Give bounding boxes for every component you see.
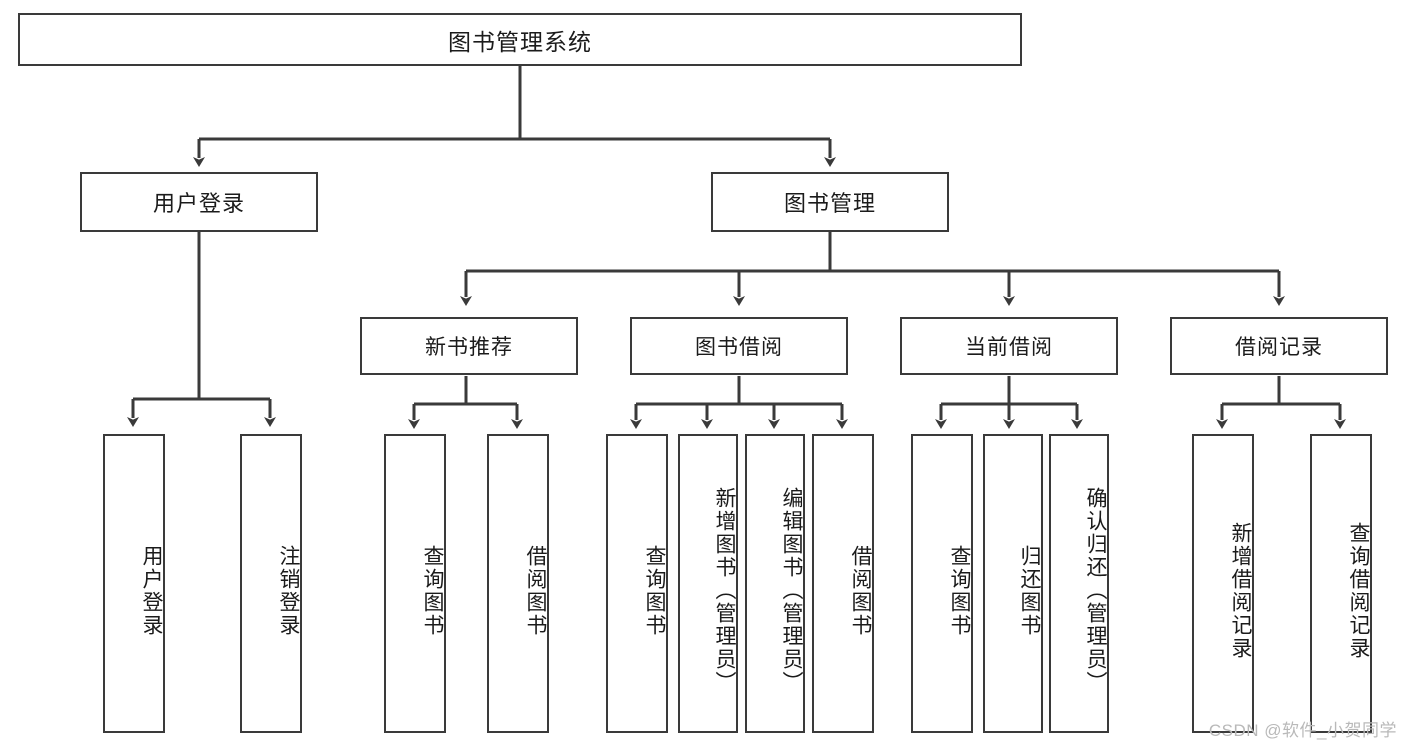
leaf-user-login-signin[interactable]: 用户登录 bbox=[103, 434, 165, 733]
leaf-user-login-signout[interactable]: 注销登录 bbox=[240, 434, 302, 733]
leaf-book-borrow-add[interactable]: 新增图书（管理员） bbox=[678, 434, 738, 733]
leaf-book-borrow-lend[interactable]: 借阅图书 bbox=[812, 434, 874, 733]
leaf-label: 借阅图书 bbox=[849, 544, 872, 637]
leaf-new-book-query[interactable]: 查询图书 bbox=[384, 434, 446, 733]
leaf-label: 新增借阅记录 bbox=[1229, 521, 1252, 660]
leaf-current-borrow-confirm[interactable]: 确认归还（管理员） bbox=[1049, 434, 1109, 733]
node-book-management-label: 图书管理 bbox=[783, 191, 876, 216]
node-root-label: 图书管理系统 bbox=[448, 28, 592, 55]
leaf-label: 借阅图书 bbox=[524, 544, 547, 637]
leaf-label: 查询图书 bbox=[421, 544, 444, 637]
leaf-new-book-borrow[interactable]: 借阅图书 bbox=[487, 434, 549, 733]
node-new-book-recommend[interactable]: 新书推荐 bbox=[360, 317, 578, 375]
leaf-borrow-record-query[interactable]: 查询借阅记录 bbox=[1310, 434, 1372, 733]
node-root[interactable]: 图书管理系统 bbox=[18, 13, 1022, 66]
node-user-login-label: 用户登录 bbox=[152, 191, 245, 216]
leaf-borrow-record-add[interactable]: 新增借阅记录 bbox=[1192, 434, 1254, 733]
leaf-label: 查询图书 bbox=[643, 544, 666, 637]
node-new-book-recommend-label: 新书推荐 bbox=[425, 336, 513, 359]
node-current-borrow[interactable]: 当前借阅 bbox=[900, 317, 1118, 375]
node-book-borrow-label: 图书借阅 bbox=[695, 336, 783, 359]
node-current-borrow-label: 当前借阅 bbox=[965, 336, 1053, 359]
leaf-label: 编辑图书（管理员） bbox=[780, 487, 803, 694]
node-book-borrow[interactable]: 图书借阅 bbox=[630, 317, 848, 375]
node-user-login[interactable]: 用户登录 bbox=[80, 172, 318, 232]
leaf-label: 查询借阅记录 bbox=[1347, 521, 1370, 660]
leaf-label: 确认归还（管理员） bbox=[1084, 487, 1107, 694]
node-borrow-record-label: 借阅记录 bbox=[1235, 336, 1323, 359]
leaf-label: 用户登录 bbox=[140, 544, 163, 637]
leaf-book-borrow-query[interactable]: 查询图书 bbox=[606, 434, 668, 733]
watermark: CSDN @软件_小贺同学 bbox=[1208, 721, 1397, 740]
leaf-label: 新增图书（管理员） bbox=[713, 487, 736, 694]
leaf-book-borrow-edit[interactable]: 编辑图书（管理员） bbox=[745, 434, 805, 733]
node-borrow-record[interactable]: 借阅记录 bbox=[1170, 317, 1388, 375]
node-book-management[interactable]: 图书管理 bbox=[711, 172, 949, 232]
leaf-label: 注销登录 bbox=[277, 544, 300, 637]
leaf-label: 归还图书 bbox=[1018, 544, 1041, 637]
leaf-current-borrow-query[interactable]: 查询图书 bbox=[911, 434, 973, 733]
leaf-current-borrow-return[interactable]: 归还图书 bbox=[983, 434, 1043, 733]
leaf-label: 查询图书 bbox=[948, 544, 971, 637]
